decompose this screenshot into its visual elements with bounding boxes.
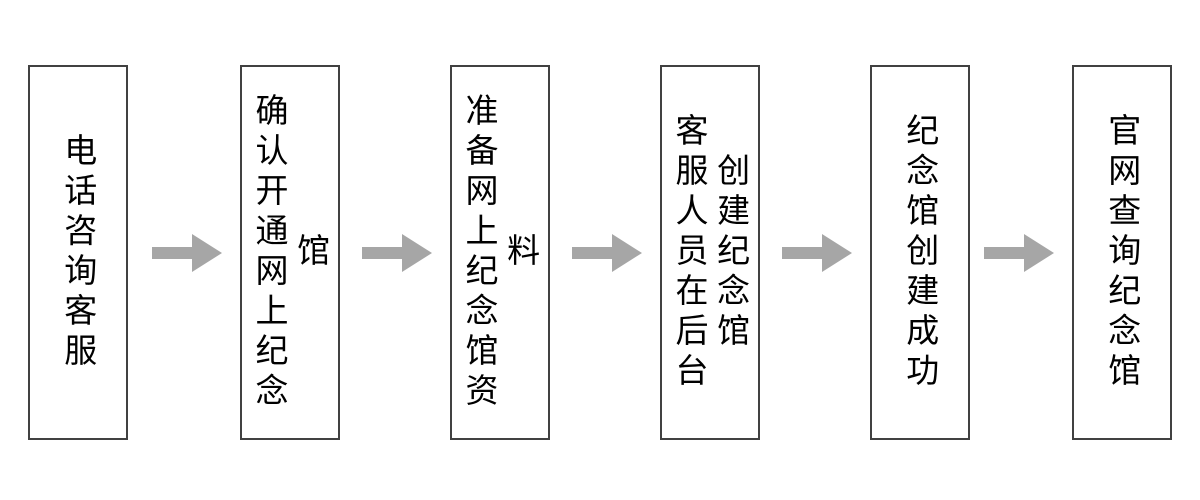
process-step-5-label: 纪念馆创建成功 [900,112,940,393]
flow-arrow-3 [572,234,642,272]
process-step-5[interactable]: 纪念馆创建成功 [870,65,970,440]
process-step-4-label: 客服人员在后台创建纪念馆 [670,112,751,393]
flow-arrow-1 [152,234,222,272]
process-step-1[interactable]: 电话咨询客服 [28,65,128,440]
process-step-6[interactable]: 官网查询纪念馆 [1072,65,1172,440]
process-step-2[interactable]: 确认开通网上纪念馆 [240,65,340,440]
process-step-2-label: 确认开通网上纪念馆 [250,92,331,413]
process-step-3[interactable]: 准备网上纪念馆资料 [450,65,550,440]
flow-arrow-4 [782,234,852,272]
flow-arrow-2 [362,234,432,272]
process-step-3-label: 准备网上纪念馆资料 [460,92,541,413]
flow-arrow-5 [984,234,1054,272]
process-step-1-label: 电话咨询客服 [58,132,98,373]
process-step-4[interactable]: 客服人员在后台创建纪念馆 [660,65,760,440]
process-step-6-label: 官网查询纪念馆 [1102,112,1142,393]
